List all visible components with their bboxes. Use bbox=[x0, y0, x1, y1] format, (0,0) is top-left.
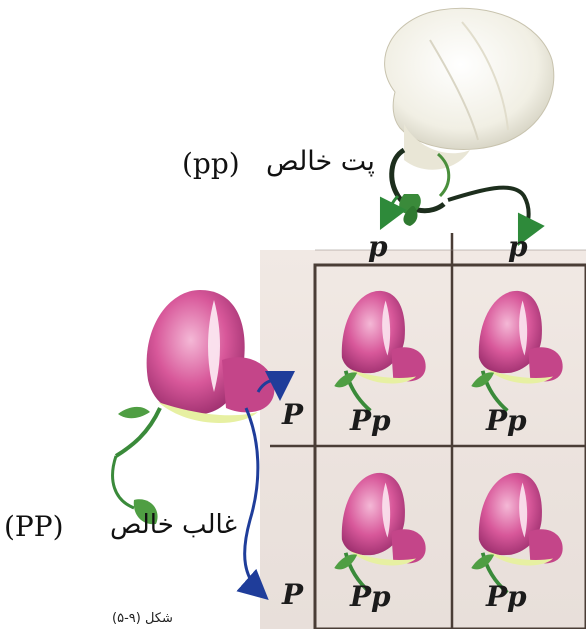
top-allele-2: p bbox=[508, 230, 528, 263]
punnett-grid bbox=[270, 233, 586, 629]
offspring-flower-2 bbox=[471, 291, 562, 411]
top-parent-label: پت خالص bbox=[266, 146, 375, 177]
white-flower-pp bbox=[384, 8, 554, 238]
left-parent-label: غالب خالص bbox=[110, 510, 237, 540]
top-allele-1: p bbox=[368, 230, 388, 263]
left-parent-genotype: (PP) bbox=[4, 510, 64, 543]
offspring-flower-4 bbox=[471, 473, 562, 593]
offspring-label-2: Pp bbox=[486, 404, 527, 437]
figure-caption: شکل (۹-۵) bbox=[112, 611, 173, 626]
offspring-label-3: Pp bbox=[350, 580, 391, 613]
offspring-label-4: Pp bbox=[486, 580, 527, 613]
left-allele-1: P bbox=[282, 398, 303, 431]
top-parent-genotype: (pp) bbox=[182, 147, 240, 180]
offspring-flower-1 bbox=[334, 291, 425, 411]
pink-flower-PP bbox=[113, 290, 280, 594]
offspring-flower-3 bbox=[334, 473, 425, 593]
offspring-label-1: Pp bbox=[350, 404, 391, 437]
left-allele-2: P bbox=[282, 578, 303, 611]
